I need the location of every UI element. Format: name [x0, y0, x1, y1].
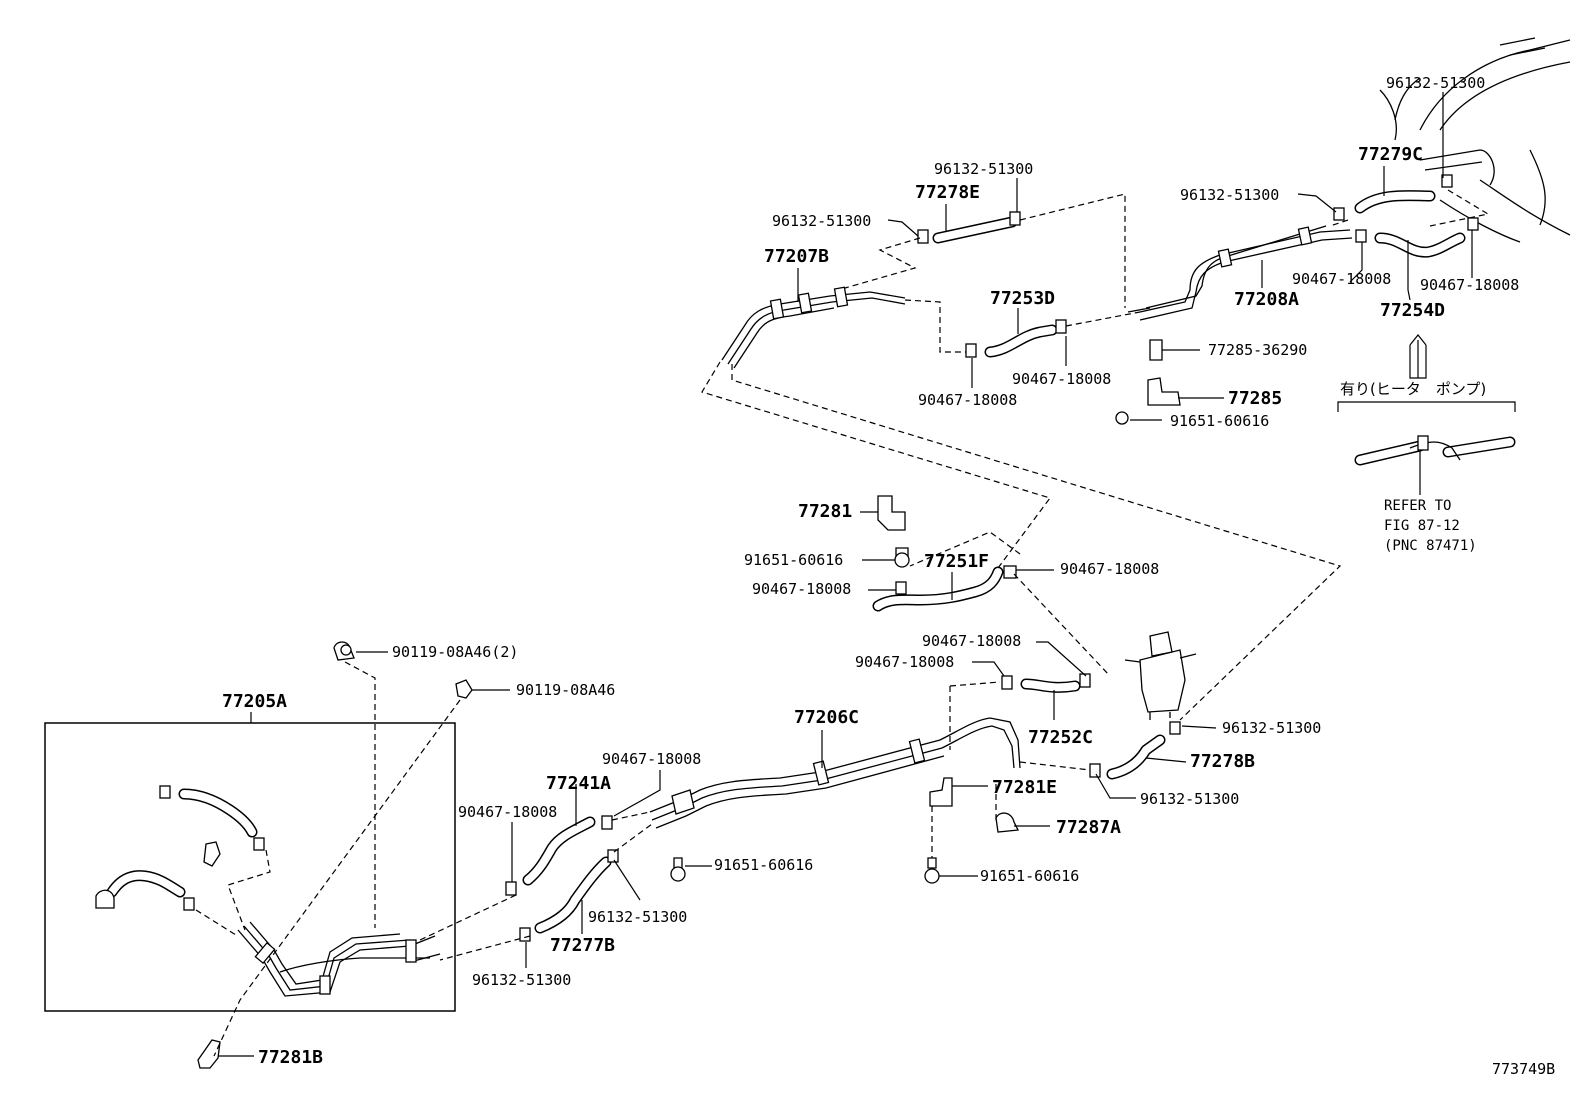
hose-77251F — [872, 565, 1017, 612]
label-96132-51300-b: 96132-51300 — [1180, 186, 1279, 204]
label-77285-36290: 77285-36290 — [1208, 341, 1307, 359]
label-96132-51300-top: 96132-51300 — [1386, 74, 1485, 92]
label-90119-08A46-2: 90119-08A46(2) — [392, 643, 518, 661]
heater-pump-assembly — [1124, 631, 1197, 720]
label-96132-51300-e: 96132-51300 — [1222, 719, 1321, 737]
hose-77253D — [965, 319, 1067, 358]
bracket-77285 — [1115, 339, 1181, 425]
label-77241A: 77241A — [546, 773, 611, 794]
label-90467-18008-c: 90467-18008 — [1012, 370, 1111, 388]
assembly-box-77205A — [44, 722, 456, 1012]
option-inset — [1337, 334, 1516, 495]
label-77251F: 77251F — [924, 551, 989, 572]
label-77279C: 77279C — [1358, 144, 1423, 165]
label-77287A: 77287A — [1056, 817, 1121, 838]
label-96132-51300-d: 96132-51300 — [772, 212, 871, 230]
bolt-91651-lower — [670, 857, 686, 882]
leader-lines — [218, 92, 1473, 1057]
bracket-77281 — [877, 495, 910, 568]
label-77281: 77281 — [798, 501, 852, 522]
figure-code: 773749B — [1492, 1060, 1555, 1078]
hose-77277B — [519, 849, 619, 942]
bracket-77281B — [197, 1039, 221, 1069]
label-refer-line2: FIG 87-12 — [1384, 518, 1460, 534]
label-77253D: 77253D — [990, 288, 1055, 309]
bracket-77281E — [924, 777, 953, 884]
label-90467-18008-f: 90467-18008 — [752, 580, 851, 598]
hose-77252C — [1001, 673, 1091, 693]
label-90467-18008-j: 90467-18008 — [458, 803, 557, 821]
pipe-77207B — [721, 286, 906, 369]
label-77206C: 77206C — [794, 707, 859, 728]
labels: 96132-51300 77279C 96132-51300 96132-513… — [222, 74, 1555, 1078]
label-77207B: 77207B — [764, 246, 829, 267]
pipe-77208A — [1127, 225, 1353, 321]
label-96132-51300-f: 96132-51300 — [1140, 790, 1239, 808]
clamp-77287A — [995, 812, 1020, 833]
label-96132-51300-c: 96132-51300 — [934, 160, 1033, 178]
label-90119-08A46: 90119-08A46 — [516, 681, 615, 699]
hose-77279C — [1354, 190, 1436, 214]
label-77208A: 77208A — [1234, 289, 1299, 310]
label-91651-60616-a: 91651-60616 — [1170, 412, 1269, 430]
label-90467-18008-a: 90467-18008 — [1292, 270, 1391, 288]
label-90467-18008-e: 90467-18008 — [1060, 560, 1159, 578]
hose-77278E — [917, 211, 1021, 244]
label-96132-51300-h: 96132-51300 — [472, 971, 571, 989]
label-90467-18008-d: 90467-18008 — [918, 391, 1017, 409]
label-90467-18008-b: 90467-18008 — [1420, 276, 1519, 294]
label-option-heading: 有り(ヒータ ポンプ) — [1340, 380, 1486, 398]
label-77278B: 77278B — [1190, 751, 1255, 772]
label-77205A: 77205A — [222, 691, 287, 712]
pipe-77206C — [649, 717, 1021, 829]
label-77278E: 77278E — [915, 182, 980, 203]
connection-lines — [195, 189, 1490, 1057]
label-77254D: 77254D — [1380, 300, 1445, 321]
label-91651-60616-b: 91651-60616 — [744, 551, 843, 569]
hose-77278B — [1089, 721, 1181, 780]
label-91651-60616-d: 91651-60616 — [980, 867, 1079, 885]
label-77252C: 77252C — [1028, 727, 1093, 748]
label-90467-18008-g: 90467-18008 — [922, 632, 1021, 650]
label-90467-18008-h: 90467-18008 — [855, 653, 954, 671]
label-90467-18008-i: 90467-18008 — [602, 750, 701, 768]
label-77281E: 77281E — [992, 777, 1057, 798]
label-96132-51300-g: 96132-51300 — [588, 908, 687, 926]
clamps-upper-right — [1333, 174, 1479, 243]
label-77285: 77285 — [1228, 388, 1282, 409]
bolts-90119 — [333, 641, 473, 699]
label-refer-line1: REFER TO — [1384, 498, 1451, 514]
label-77277B: 77277B — [550, 935, 615, 956]
label-91651-60616-c: 91651-60616 — [714, 856, 813, 874]
hose-77241A — [505, 815, 613, 896]
label-77281B: 77281B — [258, 1047, 323, 1068]
engine-outline — [1379, 37, 1571, 243]
label-refer-line3: (PNC 87471) — [1384, 538, 1477, 554]
hose-77254D — [1374, 232, 1466, 258]
